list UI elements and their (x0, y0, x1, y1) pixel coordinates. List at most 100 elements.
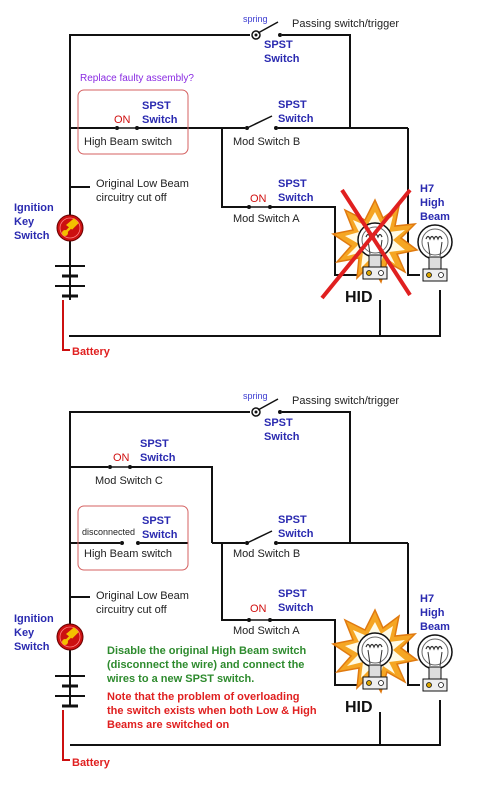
top-moda-on: ON (250, 193, 267, 205)
top-spst1-a: SPST (264, 39, 293, 51)
top-hb-label: High Beam switch (84, 136, 172, 148)
bot-note-green-2: (disconnect the wire) and connect the (107, 659, 304, 671)
bot-modc-spst-b: Switch (140, 452, 176, 464)
top-ground-wire (69, 300, 381, 337)
bot-note-red-2: the switch exists when both Low & High (107, 705, 317, 717)
top-moda-spst-b: Switch (278, 192, 314, 204)
top-passing-switch[interactable] (251, 21, 282, 40)
top-ign-1: Ignition (14, 202, 54, 214)
bot-note-green-1: Disable the original High Beam switch (107, 645, 307, 657)
top-battery-pointer (62, 300, 70, 351)
bot-moda-label: Mod Switch A (233, 625, 300, 637)
bot-spst1-b: Switch (264, 431, 300, 443)
bot-note-green-3: wires to a new SPST switch. (106, 673, 254, 685)
bot-h7-1: H7 (420, 593, 434, 605)
bot-moda-spst-a: SPST (278, 588, 307, 600)
top-moda-spst-a: SPST (278, 178, 307, 190)
top-diagram: spring Passing switch/trigger SPST Switc… (14, 14, 453, 358)
bot-modc-on: ON (113, 452, 130, 464)
top-ign-3: Switch (14, 230, 50, 242)
bot-hb-switch[interactable] (120, 541, 140, 545)
top-battery-label: Battery (72, 346, 111, 358)
bot-disconnected: disconnected (82, 527, 135, 537)
bot-h7-2: High (420, 607, 445, 619)
top-main-wire (69, 34, 250, 300)
top-highbeam-switch[interactable] (115, 126, 139, 130)
top-modb-label: Mod Switch B (233, 136, 300, 148)
top-cross-line-2 (320, 188, 412, 300)
top-lowbeam-1: Original Low Beam (96, 178, 189, 190)
bot-hb-spst-a: SPST (142, 515, 171, 527)
top-ignition-icon[interactable] (55, 213, 85, 243)
bot-moda-switch[interactable] (247, 618, 272, 622)
bot-modc-switch[interactable] (108, 465, 132, 469)
bot-modb-switch[interactable] (245, 530, 278, 545)
bot-lowbeam-2: circuitry cut off (96, 604, 168, 616)
bot-battery-icon (55, 675, 85, 708)
top-moda-switch[interactable] (247, 205, 272, 209)
top-h7-1: H7 (420, 183, 434, 195)
bot-ign-1: Ignition (14, 613, 54, 625)
bot-modb-spst-a: SPST (278, 514, 307, 526)
bot-note-red-1: Note that the problem of overloading (107, 691, 300, 703)
top-h7-3: Beam (420, 211, 450, 223)
top-lowbeam-2: circuitry cut off (96, 192, 168, 204)
top-h7-2: High (420, 197, 445, 209)
bot-h7-3: Beam (420, 621, 450, 633)
bot-hid-feed (270, 619, 360, 686)
bot-modb-label: Mod Switch B (233, 548, 300, 560)
top-ign-2: Key (14, 216, 35, 228)
bot-modc-right (130, 466, 213, 543)
bot-hid-label: HID (345, 699, 373, 716)
bottom-diagram: spring Passing switch/trigger SPST Switc… (14, 391, 453, 769)
top-spst1-b: Switch (264, 53, 300, 65)
top-h7-bulb-icon (417, 224, 453, 282)
bot-hb-spst-b: Switch (142, 529, 178, 541)
bot-ign-2: Key (14, 627, 35, 639)
bot-main-wire (69, 411, 250, 705)
top-moda-label: Mod Switch A (233, 213, 300, 225)
bot-moda-on: ON (250, 603, 267, 615)
top-modb-switch[interactable] (245, 115, 278, 130)
bot-note-red-3: Beams are switched on (107, 719, 230, 731)
top-cross-line-1 (340, 188, 412, 297)
bot-h7-bulb-icon (417, 634, 453, 692)
bot-hb-label: High Beam switch (84, 548, 172, 560)
top-passing-wire (282, 34, 351, 128)
top-passing-label: Passing switch/trigger (292, 18, 399, 30)
top-ground-h7 (380, 290, 441, 337)
bot-ign-3: Switch (14, 641, 50, 653)
bot-moda-spst-b: Switch (278, 602, 314, 614)
top-spring-label: spring (243, 14, 268, 24)
top-battery-icon (55, 265, 85, 298)
bot-battery-label: Battery (72, 757, 111, 769)
bot-h7-feed (407, 543, 420, 686)
top-moda-branch (221, 128, 248, 208)
bot-passing-wire (282, 411, 351, 543)
bot-spring-label: spring (243, 391, 268, 401)
bot-passing-label: Passing switch/trigger (292, 395, 399, 407)
top-hid-label: HID (345, 289, 373, 306)
bot-modc-label: Mod Switch C (95, 475, 163, 487)
bot-modb-spst-b: Switch (278, 528, 314, 540)
top-hb-spst-a: SPST (142, 100, 171, 112)
top-modb-spst-b: Switch (278, 113, 314, 125)
bot-spst1-a: SPST (264, 417, 293, 429)
bot-ground-h7 (380, 700, 441, 746)
bot-hid-bulb-icon (357, 632, 393, 690)
top-h7-feed (407, 128, 420, 276)
bot-moda-branch (221, 543, 248, 621)
bot-modc-spst-a: SPST (140, 438, 169, 450)
bot-lowbeam-1: Original Low Beam (96, 590, 189, 602)
top-replace-box (77, 89, 189, 155)
bot-battery-pointer (62, 710, 70, 761)
bot-passing-switch[interactable] (251, 398, 282, 417)
bot-ignition-icon[interactable] (55, 622, 85, 652)
top-hid-feed (270, 206, 360, 276)
top-modb-spst-a: SPST (278, 99, 307, 111)
top-hb-spst-b: Switch (142, 114, 178, 126)
top-replace-question: Replace faulty assembly? (80, 73, 194, 84)
bot-hb-box (77, 505, 189, 571)
top-hb-on: ON (114, 114, 131, 126)
